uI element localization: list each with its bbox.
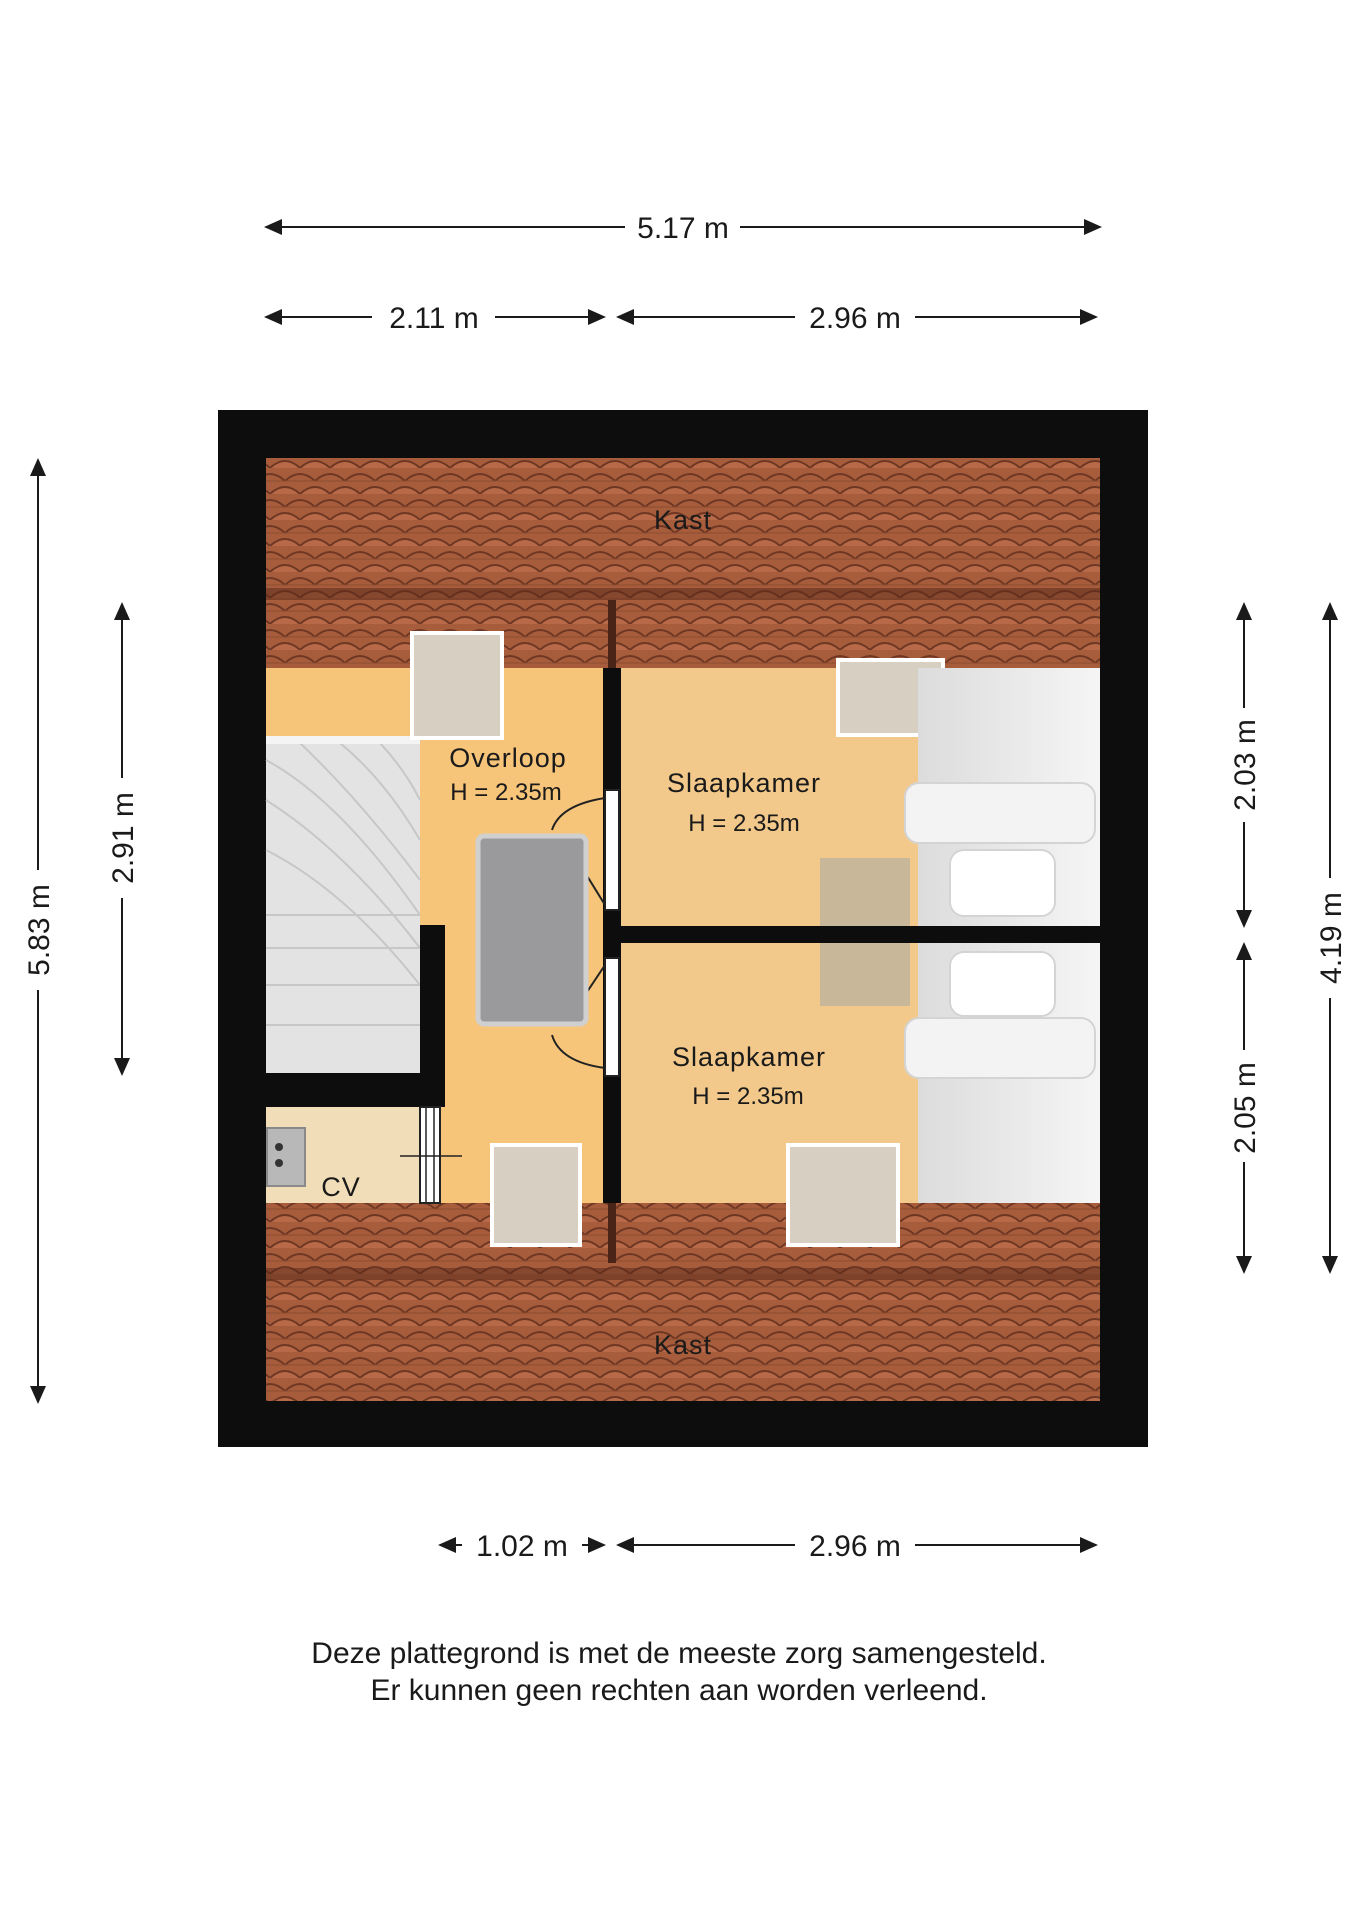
door-cv[interactable]	[419, 1106, 441, 1204]
label-slaapkamer-2-height: H = 2.35m	[692, 1083, 803, 1110]
label-cv: CV	[321, 1172, 361, 1202]
dim-left-inner-label: 2.91 m	[107, 792, 140, 884]
desk-slaapkamer-2	[820, 943, 910, 1006]
label-slaapkamer-1: Slaapkamer	[667, 768, 821, 798]
wall-kast-divider-top	[608, 600, 616, 668]
label-overloop-height: H = 2.35m	[450, 779, 561, 806]
door-slaapkamer-1[interactable]	[551, 789, 620, 911]
wall-cv-top	[266, 1073, 445, 1107]
label-kast-bottom: Kast	[654, 1330, 712, 1360]
bed-slaapkamer-1	[904, 668, 1100, 926]
dim-right-lower-label: 2.05 m	[1229, 1062, 1262, 1154]
wall-landing-bedrooms	[603, 668, 621, 1203]
staircase	[266, 743, 420, 1073]
dim-right-total-label: 4.19 m	[1315, 892, 1348, 984]
bed-slaapkamer-2	[904, 943, 1100, 1203]
kast-top-area	[266, 458, 1100, 668]
skylight-slaapkamer-2	[786, 1143, 900, 1247]
label-kast-top: Kast	[654, 505, 712, 535]
desk-slaapkamer-1	[820, 858, 910, 926]
eave-band-top	[266, 588, 1100, 600]
label-slaapkamer-2: Slaapkamer	[672, 1042, 826, 1072]
kast-bottom-area	[266, 1203, 1100, 1401]
wall-bedroom-divider	[621, 926, 1100, 943]
dim-top-total-label: 5.17 m	[637, 212, 729, 245]
disclaimer-line-2: Er kunnen geen rechten aan worden verlee…	[370, 1674, 988, 1707]
cv-boiler	[266, 1127, 306, 1187]
skylight-landing-bottom	[490, 1143, 582, 1247]
dim-top-left-label: 2.11 m	[389, 302, 479, 335]
dim-bottom-left-label: 1.02 m	[476, 1530, 568, 1563]
dim-top-right-label: 2.96 m	[809, 302, 901, 335]
skylight-landing	[410, 631, 504, 740]
stair-top-rail	[266, 736, 420, 744]
disclaimer-line-1: Deze plattegrond is met de meeste zorg s…	[311, 1637, 1047, 1670]
dim-right-upper-label: 2.03 m	[1229, 719, 1262, 811]
label-slaapkamer-1-height: H = 2.35m	[688, 810, 799, 837]
dim-bottom-right-label: 2.96 m	[809, 1530, 901, 1563]
dim-left-total-label: 5.83 m	[23, 884, 56, 976]
wall-kast-divider-bottom	[608, 1203, 616, 1263]
eave-band-bottom	[266, 1268, 1100, 1280]
disclaimer: Deze plattegrond is met de meeste zorg s…	[0, 1635, 1358, 1709]
landing-table	[475, 833, 589, 1027]
label-overloop: Overloop	[449, 743, 567, 773]
stair-treads	[265, 742, 421, 1026]
